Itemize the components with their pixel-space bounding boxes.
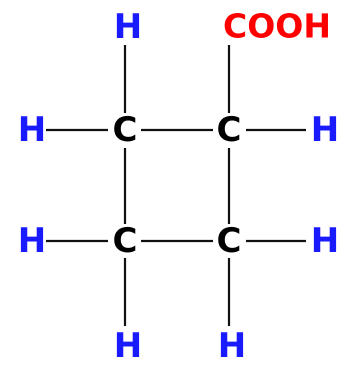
hydrogen-atom-bottom-right: H — [218, 326, 246, 365]
carbon-atom-top-right: C — [217, 110, 242, 150]
hydrogen-atom-top-left: H — [114, 7, 142, 47]
bonds — [46, 45, 306, 326]
atoms: H COOH H C C H H C C H H H — [18, 7, 339, 365]
carbon-atom-bottom-right: C — [217, 221, 242, 261]
hydrogen-atom-right-lower: H — [311, 221, 339, 261]
hydrogen-atom-left-upper: H — [18, 110, 46, 150]
carbon-atom-bottom-left: C — [113, 221, 138, 261]
carbon-atom-top-left: C — [113, 110, 138, 150]
carboxyl-group-label: COOH — [223, 7, 331, 46]
hydrogen-atom-bottom-left: H — [114, 326, 142, 365]
hydrogen-atom-right-upper: H — [311, 110, 339, 150]
hydrogen-atom-left-lower: H — [18, 221, 46, 261]
